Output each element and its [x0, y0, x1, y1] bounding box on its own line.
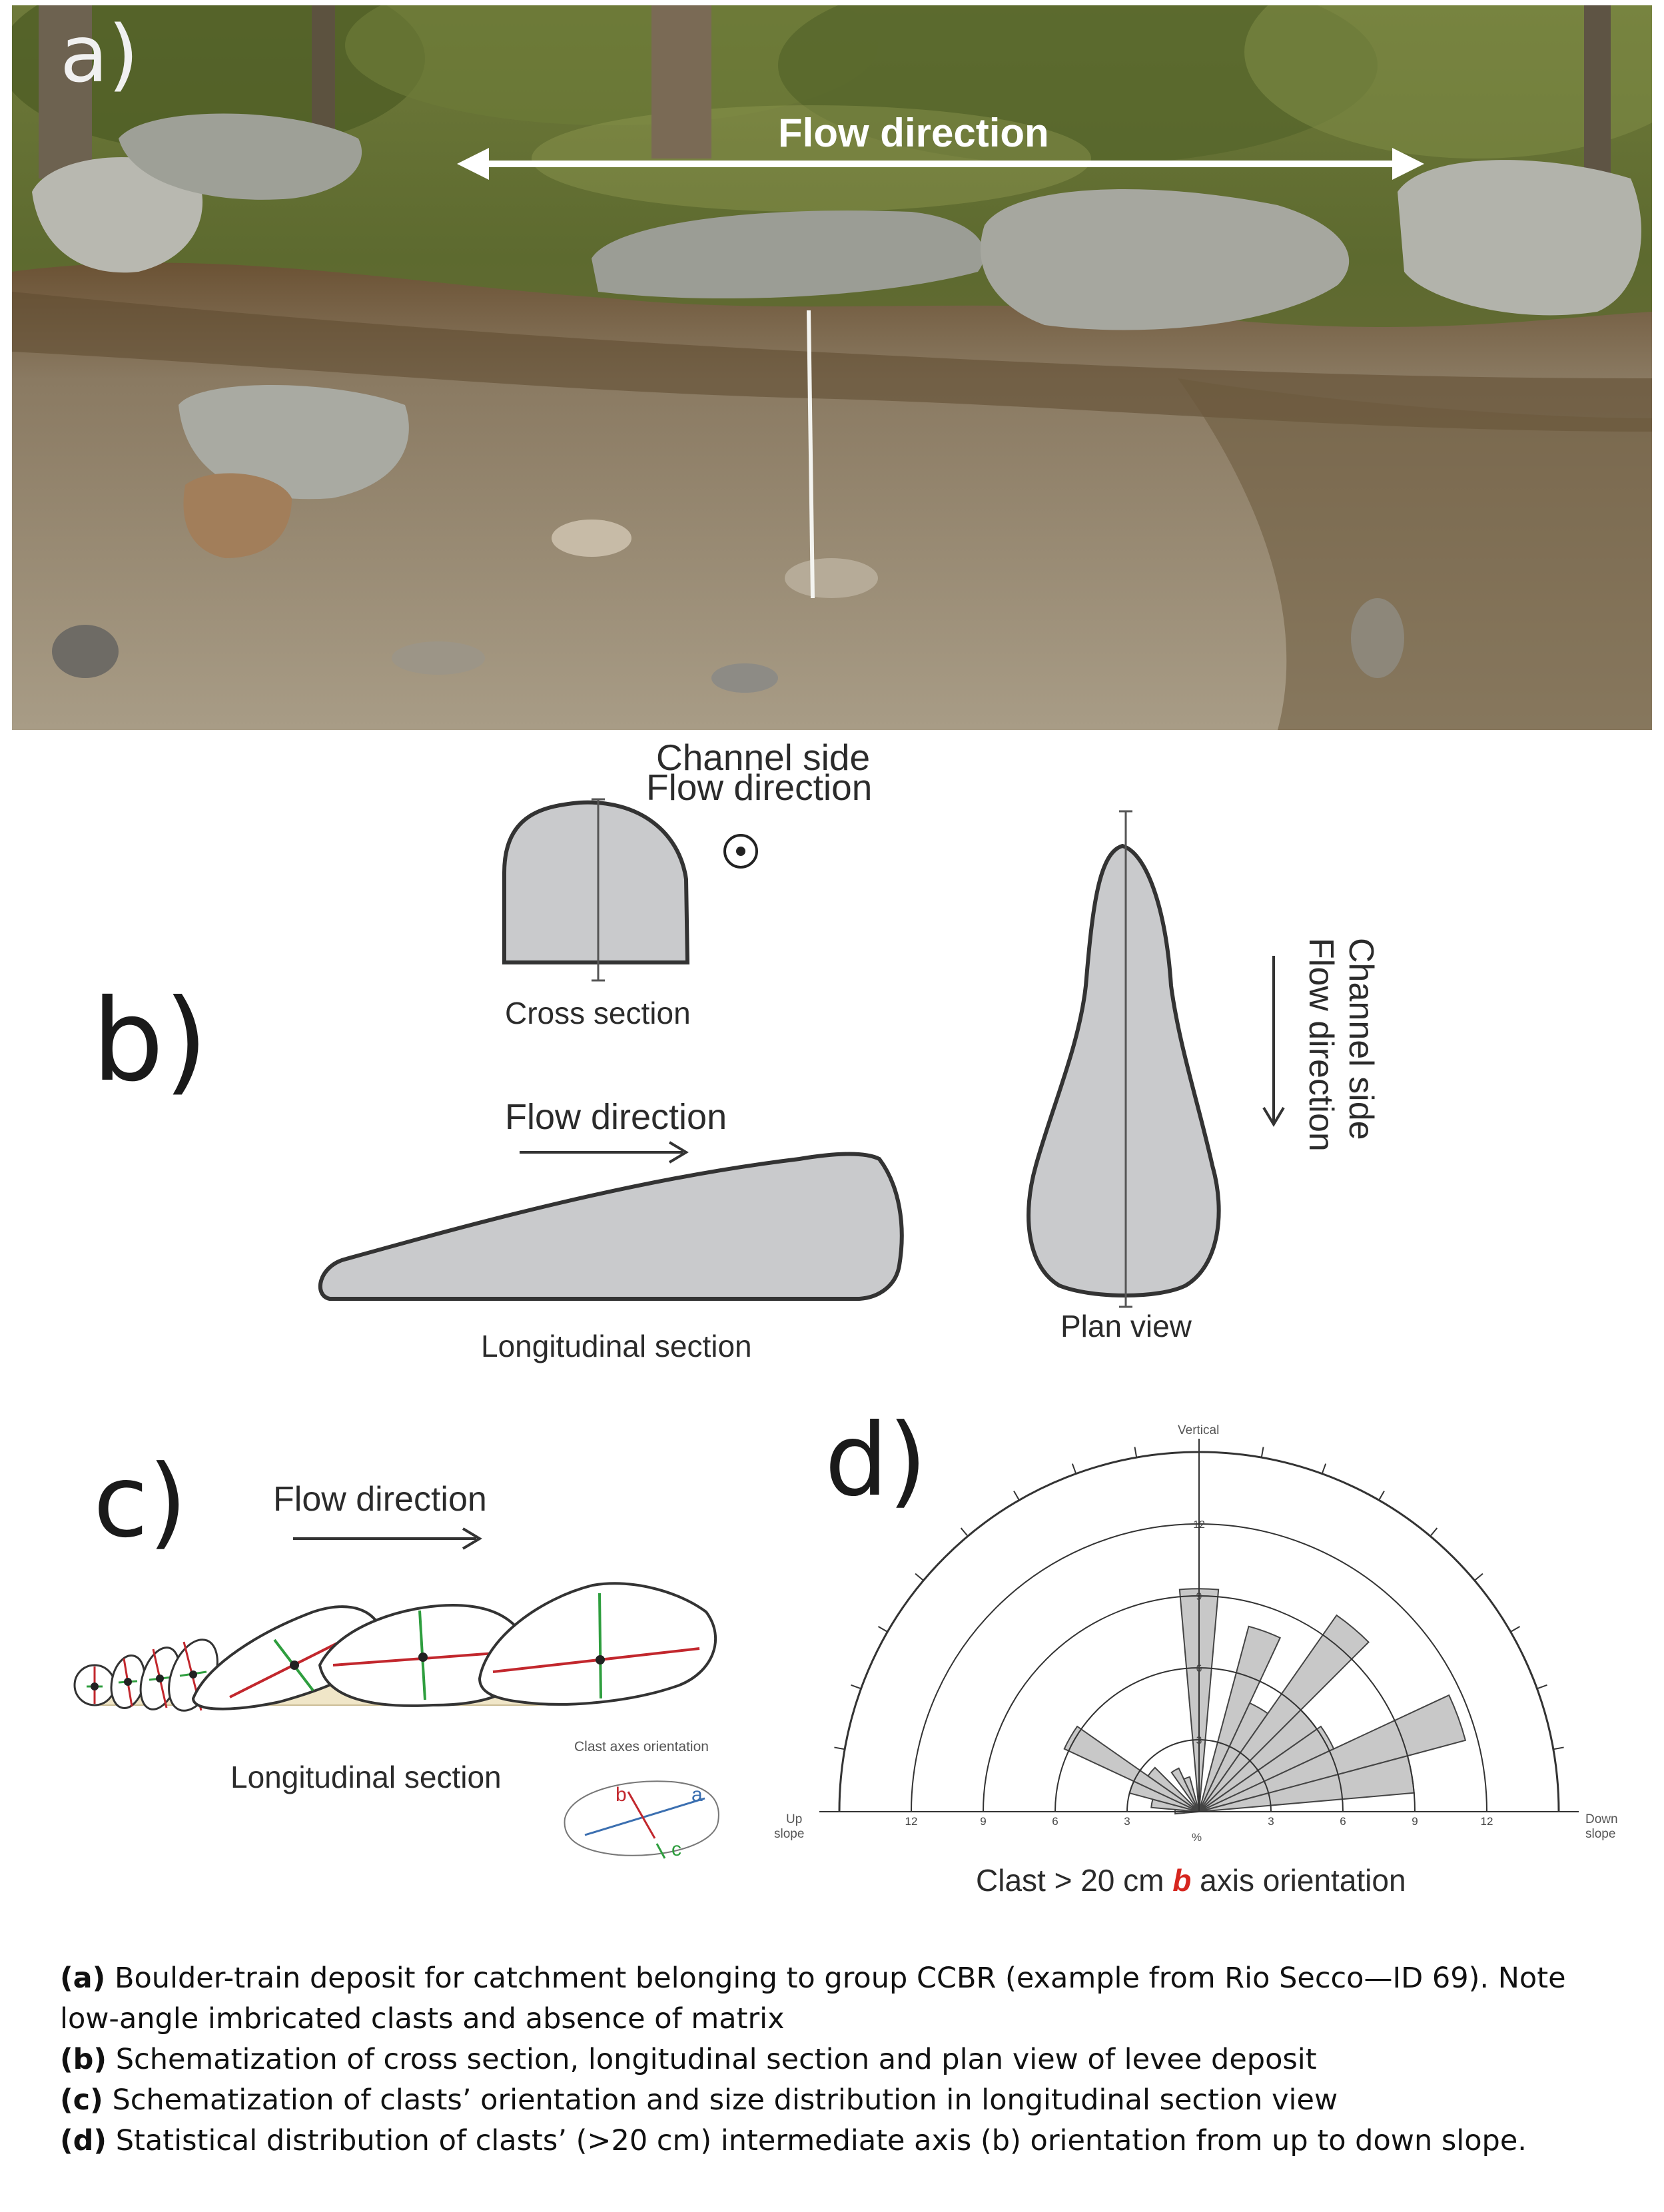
rose-petal [1198, 1694, 1467, 1812]
rose-outer-tick [1537, 1684, 1547, 1690]
plan-view-label: Plan view [1060, 1309, 1192, 1343]
large-clast-2 [478, 1582, 717, 1706]
cross-section-channel-side-label: Channel side [656, 737, 871, 778]
panel-b-letter: b) [92, 975, 208, 1107]
rose-diagram-title: Clast > 20 cm b axis orientation [976, 1865, 1406, 1896]
caption-line-c: (c) Schematization of clasts’ orientatio… [60, 2080, 1605, 2121]
caption-line-b: (b) Schematization of cross section, lon… [60, 2039, 1605, 2080]
panel-c-letter: c) [93, 1444, 187, 1560]
rose-outer-tick [1474, 1573, 1483, 1581]
rose-outer-tick [1260, 1447, 1264, 1458]
rose-ring-label: 9 [1196, 1591, 1202, 1603]
rose-outer-tick [915, 1573, 924, 1581]
rose-grid: 3 6 9 12 3 3 6 6 9 9 12 12 [819, 1439, 1579, 1828]
figure-caption: (a) Boulder-train deposit for catchment … [60, 1958, 1605, 2161]
up-slope-label-1: Up [786, 1812, 803, 1826]
clast-axes-inset [564, 1780, 719, 1859]
cross-section-flow-direction-label: Flow direction [646, 767, 873, 808]
rose-petal [1198, 1625, 1282, 1812]
rose-petal [1170, 1767, 1200, 1812]
rose-axis-label-right: 9 [1412, 1815, 1418, 1828]
plan-view-shape [1027, 843, 1221, 1297]
rose-title-suffix: axis orientation [1191, 1863, 1406, 1898]
axis-b-label: b [616, 1784, 627, 1806]
caption-tag-b: (b) [60, 2043, 107, 2076]
rose-title-b: b [1172, 1863, 1192, 1898]
caption-text-c: Schematization of clasts’ orientation an… [103, 2083, 1338, 2117]
small-clast-group [73, 1639, 218, 1712]
photo-flow-direction-label: Flow direction [778, 111, 1049, 155]
longitudinal-section-label: Longitudinal section [481, 1329, 752, 1363]
up-slope-label-2: slope [774, 1827, 805, 1841]
axis-c-label: c [671, 1838, 681, 1860]
field-photo: a) Flow direction [12, 5, 1652, 730]
out-of-page-flow-icon [723, 834, 758, 869]
rose-outer-tick [1013, 1490, 1020, 1501]
cross-section-shape [502, 800, 690, 964]
longitudinal-flow-direction-label: Flow direction [505, 1097, 727, 1137]
rose-outer-tick [1321, 1463, 1327, 1474]
cross-section-label: Cross section [505, 996, 691, 1030]
longitudinal-section-shape [318, 1152, 904, 1301]
caption-text-b: Schematization of cross section, longitu… [107, 2043, 1317, 2076]
rose-ring-label: 6 [1196, 1663, 1202, 1674]
caption-tag-c: (c) [60, 2083, 103, 2117]
panel-b-schematics [318, 798, 1285, 1308]
rose-ring-label: 12 [1193, 1519, 1205, 1531]
panel-c-longitudinal-section-label: Longitudinal section [230, 1760, 502, 1794]
center-unit-label: % [1192, 1831, 1202, 1844]
rose-axis-label-right: 3 [1268, 1815, 1274, 1828]
clast-axes-orientation-title: Clast axes orientation [574, 1739, 709, 1754]
rose-outer-tick [834, 1746, 845, 1750]
rose-outer-tick [1071, 1463, 1077, 1474]
caption-line-d: (d) Statistical distribution of clasts’ … [60, 2121, 1605, 2161]
rose-outer-tick [1134, 1447, 1138, 1458]
rose-outer-tick [960, 1527, 969, 1537]
caption-tag-d: (d) [60, 2124, 107, 2157]
field-photo-illustration [12, 5, 1652, 730]
rose-petal [1182, 1776, 1200, 1812]
rose-petals [1063, 1588, 1467, 1815]
plan-channel-side-label: Channel side [1342, 938, 1380, 1140]
panel-c-flow-direction-label: Flow direction [273, 1480, 487, 1519]
rose-outer-tick [1378, 1490, 1385, 1501]
rose-ring-label: 3 [1196, 1735, 1202, 1746]
caption-tag-a: (a) [60, 1962, 106, 1995]
rose-axis-label-left: 3 [1124, 1815, 1130, 1828]
rose-axis-label-left: 9 [980, 1815, 986, 1828]
axis-a-label: a [691, 1784, 703, 1806]
down-slope-label-2: slope [1585, 1827, 1616, 1841]
panel-d-letter: d) [825, 1403, 927, 1519]
down-slope-label-1: Down [1585, 1812, 1618, 1826]
rose-outer-tick [1553, 1746, 1564, 1750]
rose-petal [1146, 1766, 1200, 1812]
rose-outer-tick [1430, 1527, 1438, 1537]
caption-line-a: (a) Boulder-train deposit for catchment … [60, 1958, 1605, 2039]
rose-petal [1063, 1725, 1200, 1812]
panel-a-letter: a) [60, 8, 139, 100]
rose-axis-label-right: 6 [1340, 1815, 1346, 1828]
rose-diagram: 3 6 9 12 3 3 6 6 9 9 12 12 [819, 1439, 1579, 1828]
rose-axis-label-right: 12 [1481, 1815, 1493, 1828]
caption-text-d: Statistical distribution of clasts’ (>20… [107, 2124, 1527, 2157]
plan-flow-direction-label: Flow direction [1302, 938, 1340, 1152]
rose-petal [1198, 1614, 1370, 1812]
rose-outer-tick [851, 1684, 861, 1690]
rose-axis-label-left: 12 [905, 1815, 918, 1828]
clast-imbrication-diagram [73, 1527, 717, 1712]
rose-outer-tick [1510, 1626, 1521, 1633]
caption-text-a: Boulder-train deposit for catchment belo… [60, 1962, 1566, 2035]
rose-axis-label-left: 6 [1052, 1815, 1058, 1828]
rose-outer-tick [877, 1626, 888, 1633]
rose-title-prefix: Clast > 20 cm [976, 1863, 1173, 1898]
vertical-label: Vertical [1178, 1423, 1220, 1437]
